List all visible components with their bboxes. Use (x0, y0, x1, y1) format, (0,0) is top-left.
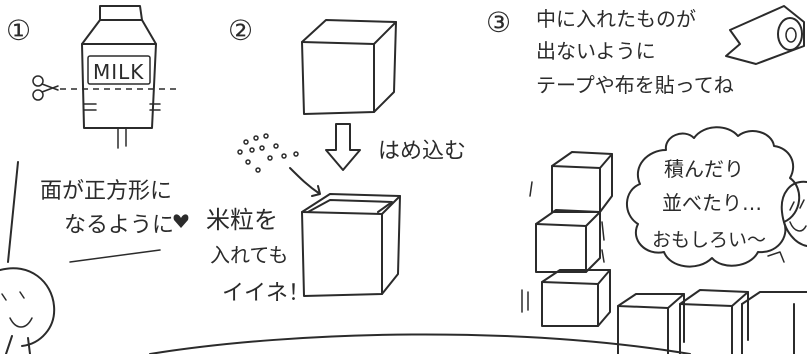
step3-number: ③ (486, 6, 511, 39)
carton-label: MILK (93, 60, 144, 84)
arrow-label: はめ込む (378, 139, 466, 164)
cube-open (301, 193, 401, 297)
tape-roll-icon (725, 5, 805, 65)
heart-icon (173, 214, 189, 228)
character-left (0, 267, 56, 355)
speech-cloud: 積んだり 並べたり… おもしろい〜 (626, 126, 800, 268)
tape-note-line2: 出ないように (536, 39, 656, 63)
step2-number: ② (228, 14, 253, 47)
speech-line3: おもしろい〜 (652, 229, 766, 251)
arrow-down-icon (325, 123, 361, 171)
step1-note-line1: 面が正方形に (40, 179, 172, 204)
step3-panel: ③ 中に入れたものが 出ないように テープや布を貼ってね 積んだり 並べたり… … (486, 5, 807, 355)
cube-stack (521, 151, 613, 327)
speech-line1: 積んだり (664, 157, 744, 181)
step1-number: ① (6, 14, 31, 47)
note-underline (69, 249, 161, 263)
ground-curve (149, 333, 691, 355)
speech-line2: 並べたり… (662, 191, 762, 215)
step1-note-line2: なるように (64, 213, 174, 238)
note-border (7, 161, 19, 263)
tape-note-line3: テープや布を貼ってね (536, 73, 734, 97)
tape-note-line1: 中に入れたものが (536, 7, 696, 31)
step1-panel: ① MILK 面が正方形に なるように (0, 5, 189, 355)
step2-panel: ② はめ込む (206, 14, 466, 306)
scissors-icon (32, 75, 59, 101)
character-right (767, 180, 807, 263)
cube-row (617, 289, 807, 355)
rice-note-line1: 米粒を (206, 206, 278, 234)
milk-carton: MILK (81, 5, 161, 149)
rice-note-line2: 入れても (210, 243, 288, 267)
cube-top (301, 19, 397, 115)
rice-grains (237, 133, 299, 173)
rice-arrow (289, 167, 321, 197)
rice-note-line3: イイネ！ (222, 281, 310, 306)
